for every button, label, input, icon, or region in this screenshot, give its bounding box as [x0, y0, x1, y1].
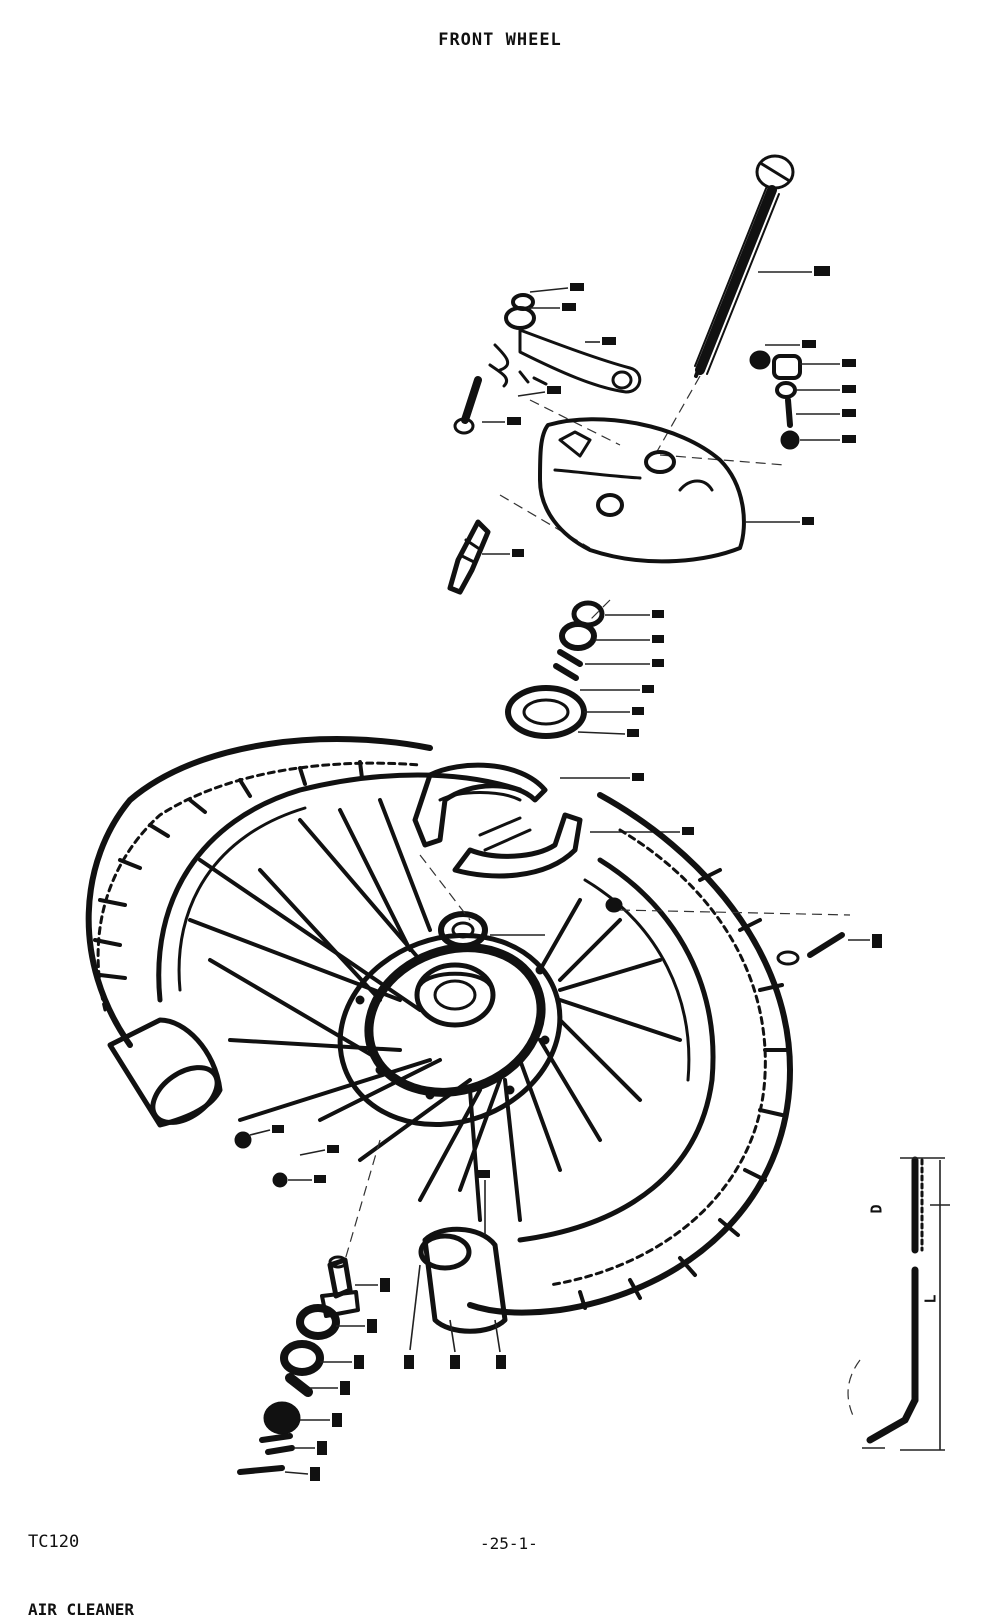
rim-lock — [605, 897, 882, 966]
page-title: FRONT WHEEL — [438, 30, 562, 50]
tire — [85, 736, 793, 1334]
brake-panel — [538, 417, 814, 564]
lower-bearing-stack — [237, 1255, 390, 1481]
hub-bearing-stack — [505, 600, 664, 739]
rim — [156, 772, 716, 1243]
spoke-dimension-detail — [847, 1156, 950, 1451]
model-code: TC120 — [28, 1532, 80, 1552]
spoke-nipples — [234, 1125, 339, 1188]
brake-cam — [447, 519, 524, 595]
spoke-dimension-d-label: D — [867, 1204, 886, 1214]
wheel-hub — [337, 932, 563, 1128]
lever-bolt — [453, 376, 521, 435]
spoke-dimension-l-label: L — [921, 1294, 940, 1304]
brake-shoes — [412, 762, 694, 879]
footer-partial-heading: AIR CLEANER — [28, 1600, 134, 1616]
axle-nut-washers — [749, 340, 856, 450]
page-number: -25-1- — [480, 1534, 538, 1553]
brake-cam-lever — [488, 283, 642, 397]
front-axle — [694, 154, 830, 378]
